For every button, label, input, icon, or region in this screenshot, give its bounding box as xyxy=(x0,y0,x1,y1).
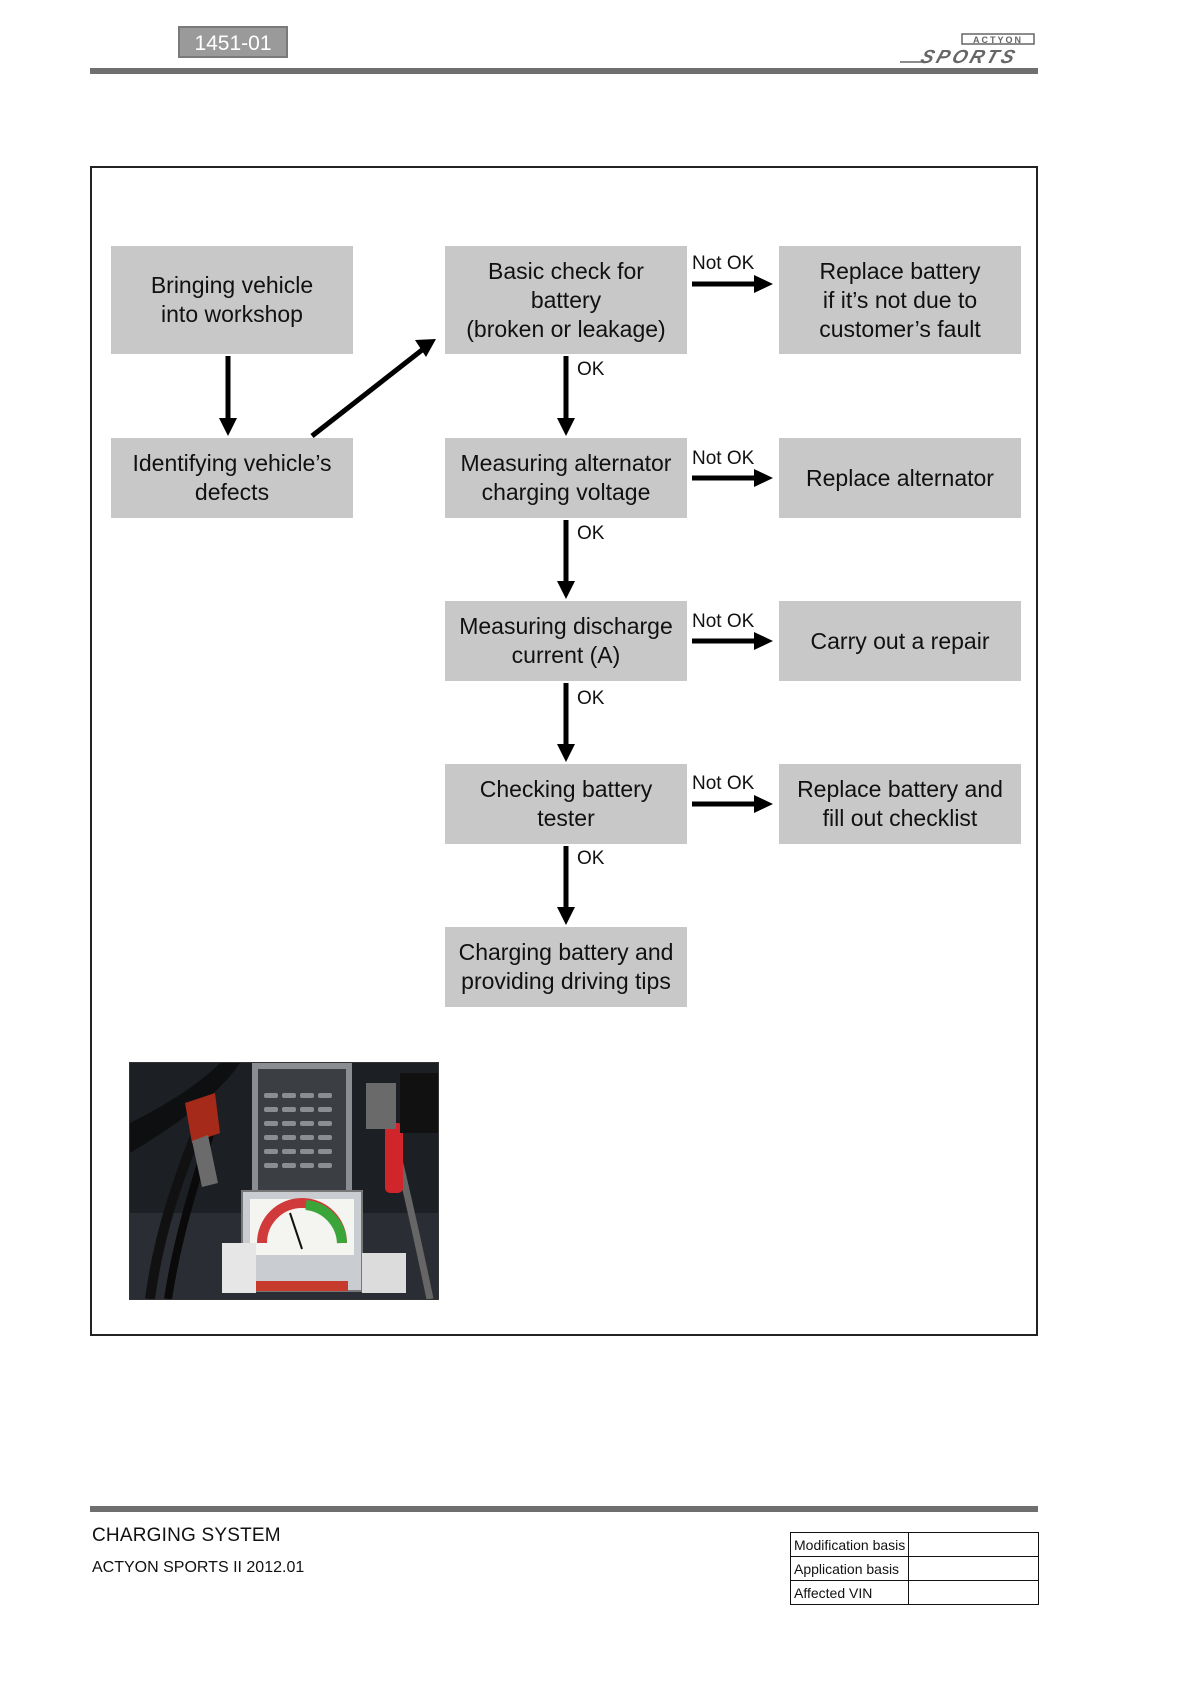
box-replace-battery-fault: Replace battery if it’s not due to custo… xyxy=(779,246,1021,354)
box-replace-checklist: Replace battery and fill out checklist xyxy=(779,764,1021,844)
label-ok-1: OK xyxy=(577,359,605,380)
page-code: 1451-01 xyxy=(178,26,288,58)
box-identifying-defects: Identifying vehicle’s defects xyxy=(111,438,353,518)
box-check-tester: Checking battery tester xyxy=(445,764,687,844)
top-rule xyxy=(90,68,1038,74)
table-row: Affected VIN xyxy=(789,1580,1039,1605)
footer-title: CHARGING SYSTEM xyxy=(92,1525,281,1546)
table-row: Modification basis xyxy=(789,1532,1039,1557)
bottom-rule xyxy=(90,1506,1038,1512)
flowchart-frame xyxy=(90,166,1038,1336)
footer-subtitle: ACTYON SPORTS II 2012.01 xyxy=(92,1559,305,1576)
brand-logo: ACTYON SPORTS xyxy=(900,33,1035,65)
label-not-ok-2: Not OK xyxy=(692,448,755,469)
label-ok-3: OK xyxy=(577,688,605,709)
table-cell-value xyxy=(908,1580,1039,1605)
box-bringing-vehicle: Bringing vehicle into workshop xyxy=(111,246,353,354)
svg-text:SPORTS: SPORTS xyxy=(918,46,1021,65)
table-cell-value xyxy=(908,1532,1039,1557)
table-cell-label: Affected VIN xyxy=(789,1580,910,1605)
label-ok-4: OK xyxy=(577,848,605,869)
modification-table: Modification basis Application basis Aff… xyxy=(789,1532,1039,1605)
box-replace-alternator: Replace alternator xyxy=(779,438,1021,518)
box-basic-check: Basic check for battery (broken or leaka… xyxy=(445,246,687,354)
label-ok-2: OK xyxy=(577,523,605,544)
label-not-ok-4: Not OK xyxy=(692,773,755,794)
label-not-ok-3: Not OK xyxy=(692,611,755,632)
table-row: Application basis xyxy=(789,1556,1039,1581)
box-measure-voltage: Measuring alternator charging voltage xyxy=(445,438,687,518)
table-cell-label: Application basis xyxy=(789,1556,910,1581)
table-cell-value xyxy=(908,1556,1039,1581)
svg-text:ACTYON: ACTYON xyxy=(973,35,1023,45)
label-not-ok-1: Not OK xyxy=(692,253,755,274)
box-charging-tips: Charging battery and providing driving t… xyxy=(445,927,687,1007)
box-measure-current: Measuring discharge current (A) xyxy=(445,601,687,681)
box-carry-out-repair: Carry out a repair xyxy=(779,601,1021,681)
table-cell-label: Modification basis xyxy=(789,1532,910,1557)
battery-tester-photo xyxy=(129,1062,439,1300)
